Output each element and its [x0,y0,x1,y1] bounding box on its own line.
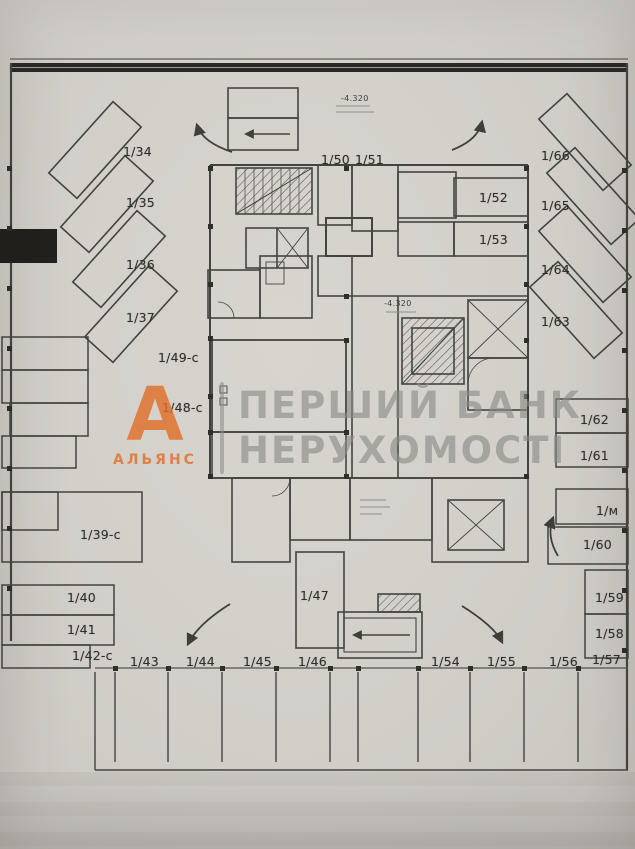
unit-label-1-47: 1/47 [300,588,329,603]
unit-label-1-34: 1/34 [123,144,152,159]
unit-label-1-48c: 1/48-с [162,400,203,415]
unit-label-1-49c: 1/49-с [158,350,199,365]
unit-label-1-42c: 1/42-с [72,648,113,663]
unit-label-1-56: 1/56 [549,654,578,669]
scan-shadow [0,772,635,849]
unit-label-1-62: 1/62 [580,412,609,427]
unit-label-1-40: 1/40 [67,590,96,605]
unit-label-1-45: 1/45 [243,654,272,669]
unit-label-1-61: 1/61 [580,448,609,463]
unit-label-1-59: 1/59 [595,590,624,605]
unit-label-1-65: 1/65 [541,198,570,213]
unit-label-1-55: 1/55 [487,654,516,669]
scan-light-area [0,0,635,58]
unit-label-1-52: 1/52 [479,190,508,205]
unit-label-1-53: 1/53 [479,232,508,247]
unit-label-1-50: 1/50 [321,152,350,167]
unit-label-1-35: 1/35 [126,195,155,210]
unit-label-1-63: 1/63 [541,314,570,329]
unit-label-1-m: 1/м [596,503,619,518]
unit-label-1-58: 1/58 [595,626,624,641]
unit-label-1-51: 1/51 [355,152,384,167]
unit-label-1-41: 1/41 [67,622,96,637]
unit-label-1-54: 1/54 [431,654,460,669]
unit-label-1-66: 1/66 [541,148,570,163]
unit-label-1-37: 1/37 [126,310,155,325]
elevation-mark-mid: -4.320 [384,299,412,308]
unit-label-1-57: 1/57 [592,652,621,667]
unit-label-1-43: 1/43 [130,654,159,669]
unit-label-1-39c: 1/39-с [80,527,121,542]
unit-label-1-44: 1/44 [186,654,215,669]
unit-label-1-36: 1/36 [126,257,155,272]
unit-label-1-46: 1/46 [298,654,327,669]
wall-block [0,229,57,263]
unit-label-1-60: 1/60 [583,537,612,552]
elevation-mark-top: -4.320 [341,94,369,103]
unit-label-1-64: 1/64 [541,262,570,277]
